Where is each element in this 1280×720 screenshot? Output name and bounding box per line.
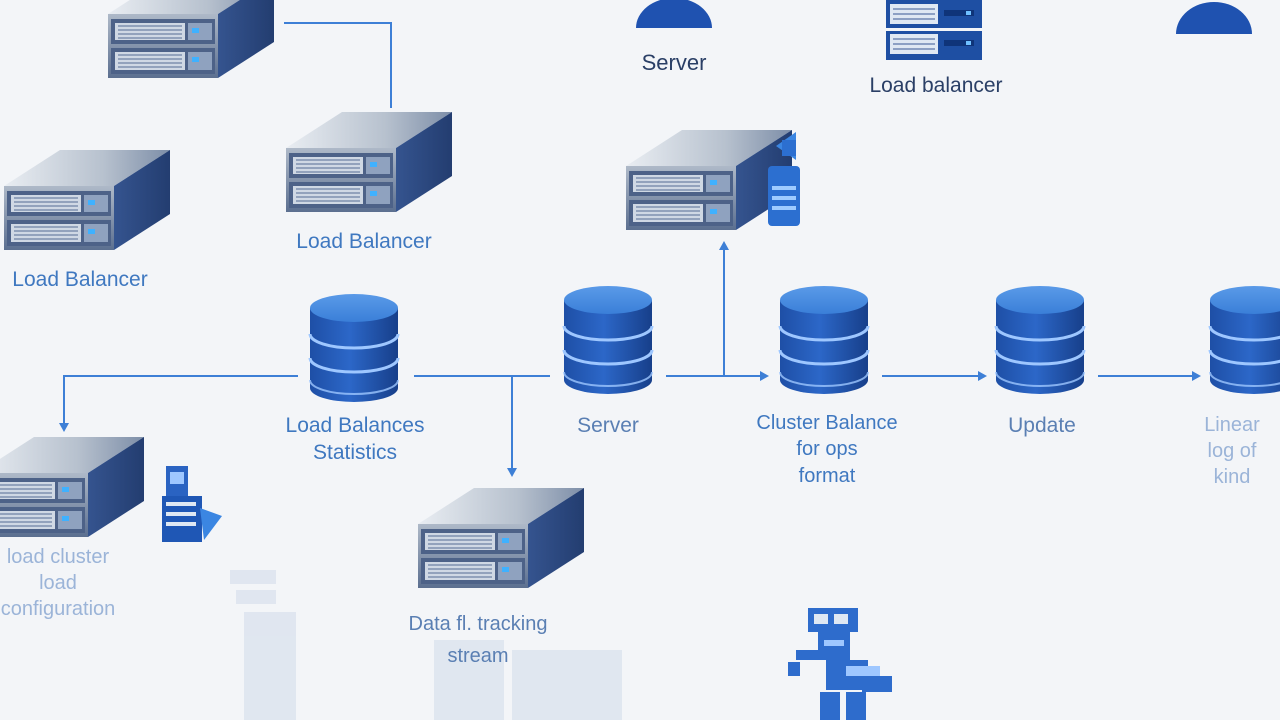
database-cylinder-icon	[1208, 284, 1280, 396]
database-cylinder-icon	[994, 284, 1086, 396]
connector-arrowheads	[59, 241, 1201, 477]
database-1-label: Load Balances Statistics	[285, 414, 425, 465]
top-load-balancer-label: Load balancer	[869, 74, 1003, 97]
rack-server-icon	[285, 111, 453, 213]
network-switch-icon	[886, 0, 982, 60]
database-2-label: Server	[577, 414, 639, 437]
database-5-label: Linear log of kind	[1204, 414, 1260, 488]
arrowhead-icon	[978, 371, 987, 381]
arrowhead-icon	[59, 423, 69, 432]
load-balancer-label-a: Load Balancer	[296, 230, 432, 253]
rack-server-icon	[417, 487, 585, 589]
connector-left-branch	[63, 375, 298, 426]
user-silhouette-icon	[636, 0, 712, 28]
arrowhead-icon	[719, 241, 729, 250]
robot-icon	[788, 608, 892, 720]
database-4-label: Update	[1008, 414, 1076, 437]
database-cylinder-icon	[562, 284, 654, 396]
arrowhead-icon	[1192, 371, 1201, 381]
connector-top-link	[284, 22, 392, 108]
connectors	[63, 22, 1196, 472]
user-silhouette-icon	[1176, 2, 1252, 34]
bottom-center-label: Data fl. tracking stream	[408, 613, 548, 667]
rack-server-icon	[625, 129, 793, 231]
rack-server-icon	[0, 436, 145, 538]
top-server-label: Server	[641, 50, 707, 75]
database-cylinder-icon	[778, 284, 870, 396]
rack-server-icon	[107, 0, 275, 79]
database-cylinder-icon	[308, 292, 400, 404]
bottom-left-label: load cluster load configuration	[0, 546, 116, 620]
database-3-label: Cluster Balance for ops format	[756, 412, 898, 487]
cloud-app-icon	[768, 132, 800, 226]
rack-server-icon	[3, 149, 171, 251]
faded-decoration	[230, 570, 622, 720]
arrowhead-icon	[760, 371, 769, 381]
load-balancer-label-b: Load Balancer	[12, 268, 148, 291]
arrowhead-icon	[507, 468, 517, 477]
mobile-device-icon	[162, 466, 222, 542]
